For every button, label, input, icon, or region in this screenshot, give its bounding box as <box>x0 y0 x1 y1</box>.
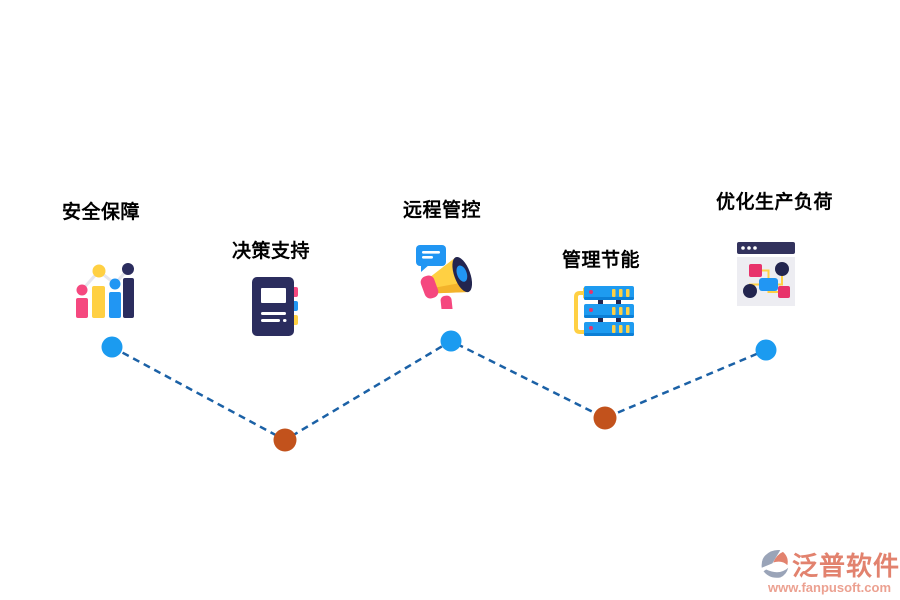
megaphone-icon <box>416 245 473 309</box>
watermark-url: www.fanpusoft.com <box>768 580 892 595</box>
feature-label-production-load: 优化生产负荷 <box>716 192 834 213</box>
watermark-brand: 泛普软件 <box>792 550 900 581</box>
timeline-node-1 <box>101 336 123 358</box>
watermark: 泛普软件 www.fanpusoft.com <box>760 549 899 595</box>
fanpu-logo-icon <box>761 550 789 578</box>
feature-label-decision-support: 决策支持 <box>232 241 311 262</box>
server-rack-icon <box>574 286 634 336</box>
feature-label-remote-control: 远程管控 <box>403 200 482 221</box>
server-row <box>584 322 634 336</box>
server-row <box>584 286 634 300</box>
server-row <box>584 304 634 318</box>
timeline-node-4 <box>593 406 617 430</box>
timeline-node-3 <box>440 330 462 352</box>
bar-chart-icon <box>76 263 134 318</box>
timeline-node-5 <box>755 339 777 361</box>
feature-label-security: 安全保障 <box>62 202 141 223</box>
notebook-icon <box>252 277 298 336</box>
timeline-dashed-line <box>111 339 767 442</box>
flowchart-window-icon <box>737 242 795 306</box>
speech-bubble-icon <box>416 245 446 272</box>
feature-label-energy-management: 管理节能 <box>562 250 641 271</box>
timeline-node-2 <box>273 428 297 452</box>
